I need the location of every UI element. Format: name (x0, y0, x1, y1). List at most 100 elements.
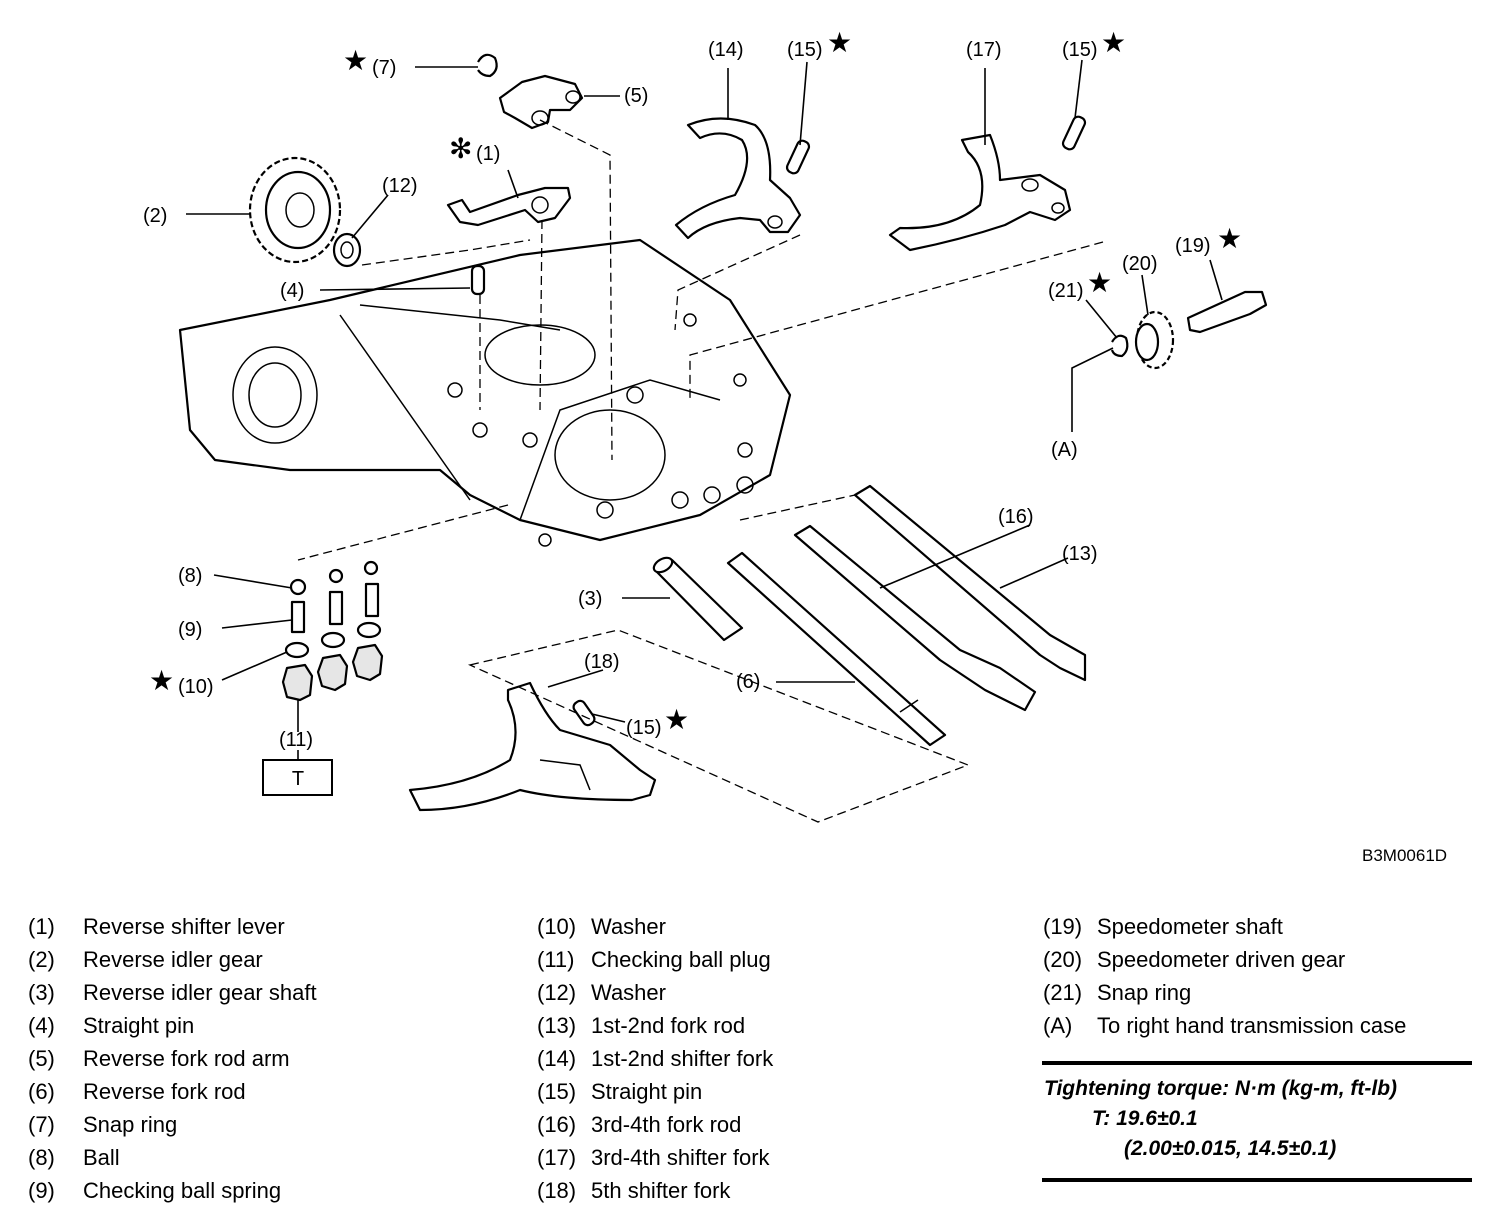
legend-item-number: (16) (537, 1112, 577, 1137)
leader-lines (186, 59, 1223, 760)
legend-item-text: 5th shifter fork (591, 1178, 731, 1203)
callout-16: (16) (998, 506, 1034, 528)
legend-item-number: (14) (537, 1046, 577, 1071)
shifter-fork-3rd-4th (888, 133, 1072, 252)
legend-item-text: 3rd-4th shifter fork (591, 1145, 770, 1170)
legend-item-number: (17) (537, 1145, 577, 1170)
callout-4: (4) (280, 280, 304, 302)
asterisk-marker: ✻ (449, 132, 472, 165)
legend-item: (2)Reverse idler gear (28, 943, 317, 976)
rule-top (1042, 1061, 1472, 1065)
legend-item: (6) Reverse fork rod (28, 1075, 317, 1108)
star-marker: ★ (827, 26, 852, 59)
straight-pin-15-a (785, 139, 811, 175)
legend-item-number: (21) (1043, 980, 1083, 1005)
callout-21: (21) (1048, 280, 1084, 302)
speedometer-driven-gear (1134, 310, 1175, 370)
snap-ring-21 (1110, 334, 1129, 358)
tightening-torque-block: Tightening torque: N·m (kg-m, ft-lb) T: … (1044, 1074, 1397, 1164)
legend-item-number: (2) (28, 947, 55, 972)
star-marker: ★ (1087, 266, 1112, 299)
legend-item: (7) Snap ring (28, 1108, 317, 1141)
callout-6: (6) (736, 671, 760, 693)
legend-item: (5)Reverse fork rod arm (28, 1042, 317, 1075)
alignment-lines (297, 119, 1104, 823)
legend-column-1: (1)Reverse shifter lever(2)Reverse idler… (28, 910, 317, 1207)
star-marker: ★ (149, 664, 174, 697)
legend-item-text: Checking ball spring (83, 1178, 282, 1203)
callout-2: (2) (143, 205, 167, 227)
legend-item-number: (15) (537, 1079, 577, 1104)
legend-column-2: (10)Washer(11)Checking ball plug(12)Wash… (537, 910, 773, 1207)
legend-item: (1)Reverse shifter lever (28, 910, 317, 943)
legend-item-text: Straight pin (83, 1013, 195, 1038)
reverse-shifter-lever (446, 186, 572, 227)
figure-code: B3M0061D (1362, 846, 1448, 865)
legend-item-text: To right hand transmission case (1097, 1013, 1407, 1038)
reverse-fork-rod-arm (498, 74, 584, 130)
callout-1: (1) (476, 143, 500, 165)
star-marker: ★ (664, 703, 689, 736)
callout-19: (19) (1175, 235, 1211, 257)
shifter-fork-1st-2nd (674, 117, 802, 240)
legend-item: (4) Straight pin (28, 1009, 317, 1042)
legend-item: (8) Ball (28, 1141, 317, 1174)
legend-item-number: (6) (28, 1079, 55, 1104)
legend-item-text: Speedometer driven gear (1097, 947, 1346, 972)
legend-item-number: (11) (537, 947, 575, 972)
legend-item-number: (1) (28, 914, 55, 939)
reverse-idler-gear (248, 156, 342, 264)
legend-item-text: Checking ball plug (591, 947, 771, 972)
washer-12 (332, 232, 362, 268)
fifth-shifter-fork (408, 681, 657, 812)
legend-item-number: (7) (28, 1112, 55, 1137)
legend-column-3: (19)Speedometer shaft(20)Speedometer dri… (1043, 910, 1406, 1042)
callout-8: (8) (178, 565, 202, 587)
legend-item-text: 3rd-4th fork rod (591, 1112, 742, 1137)
legend-item-text: Reverse fork rod (83, 1079, 246, 1104)
torque-box-label: T (292, 768, 304, 790)
torque-box: T (262, 759, 333, 796)
legend-item-number: (12) (537, 980, 577, 1005)
reverse-fork-rod (726, 551, 947, 747)
legend-item-number: (13) (537, 1013, 577, 1038)
torque-heading: Tightening torque: N·m (kg-m, ft-lb) (1044, 1077, 1398, 1100)
legend-item: (14)1st-2nd shifter fork (537, 1042, 773, 1075)
legend-item-number: (5) (28, 1046, 55, 1071)
callout-A: (A) (1051, 439, 1078, 461)
ball-8 (289, 560, 379, 596)
rule-bottom (1042, 1178, 1472, 1182)
speedometer-shaft (1186, 290, 1268, 334)
legend-item: (3)Reverse idler gear shaft (28, 976, 317, 1009)
legend-item: (11) Checking ball plug (537, 943, 773, 976)
callout-3: (3) (578, 588, 602, 610)
legend-item-text: Washer (591, 914, 666, 939)
legend-item-text: Ball (83, 1145, 120, 1170)
callout-labels: (7) (5) (2) (12) (1) (4) (14) (15) (17) … (143, 26, 1242, 751)
callout-15-c: (15) (626, 717, 662, 739)
callout-13: (13) (1062, 543, 1098, 565)
callout-18: (18) (584, 651, 620, 673)
callout-17: (17) (966, 39, 1002, 61)
legend-item: (12)Washer (537, 976, 773, 1009)
legend-item-number: (8) (28, 1145, 55, 1170)
straight-pin-4 (470, 264, 486, 296)
legend-item: (18)5th shifter fork (537, 1174, 773, 1207)
legend-item: (10)Washer (537, 910, 773, 943)
snap-ring-7 (477, 53, 498, 78)
legend-item: (9)Checking ball spring (28, 1174, 317, 1207)
fork-rod-1st-2nd (853, 484, 1087, 682)
legend-item-text: Snap ring (1097, 980, 1192, 1005)
torque-value-alt: (2.00±0.015, 14.5±0.1) (1124, 1137, 1337, 1160)
legend-item-number: (4) (28, 1013, 55, 1038)
legend-item: (15)Straight pin (537, 1075, 773, 1108)
legend-item-text: Snap ring (83, 1112, 178, 1137)
star-marker: ★ (343, 44, 368, 77)
legend-item: (16) 3rd-4th fork rod (537, 1108, 773, 1141)
legend-item-text: 1st-2nd fork rod (591, 1013, 746, 1038)
straight-pin-15-b (1061, 115, 1087, 151)
legend-item-number: (19) (1043, 914, 1083, 939)
callout-14: (14) (708, 39, 744, 61)
callout-10: (10) (178, 676, 214, 698)
callout-15-a: (15) (787, 39, 823, 61)
